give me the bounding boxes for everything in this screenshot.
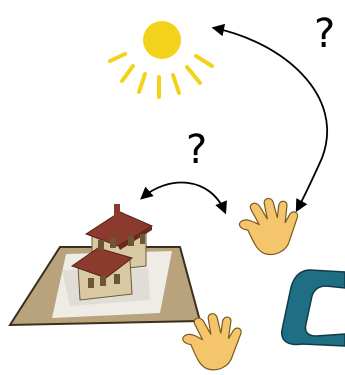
sun-icon xyxy=(110,21,212,97)
question-mark-center: ? xyxy=(186,127,207,173)
house-model-illustration xyxy=(10,204,200,325)
hand-icon xyxy=(236,195,302,259)
arrow-sun-to-hand xyxy=(214,28,327,210)
handheld-device-icon xyxy=(282,270,345,346)
question-mark-top: ? xyxy=(314,11,335,57)
arrow-house-to-hand xyxy=(142,183,225,212)
